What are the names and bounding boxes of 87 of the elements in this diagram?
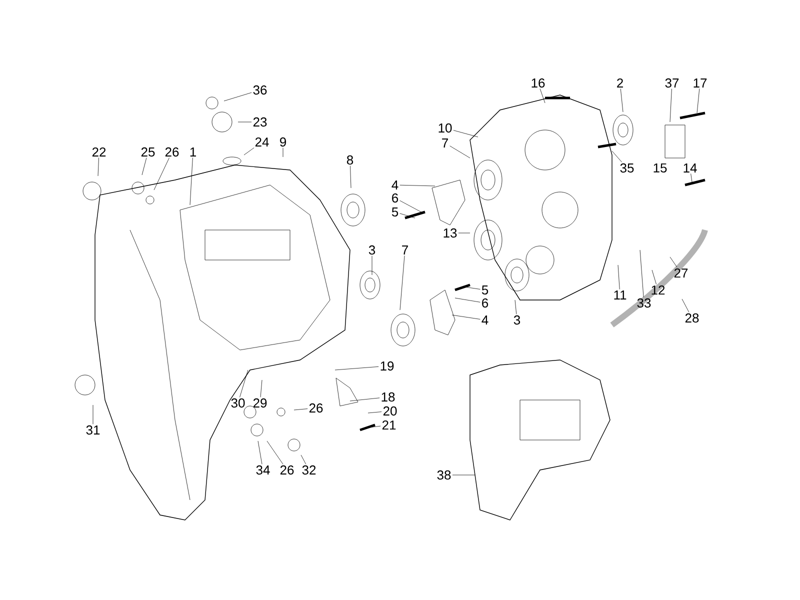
leader-line (464, 286, 480, 290)
leader-line (400, 213, 416, 218)
callout-number: 9 (280, 137, 286, 147)
leader-line (620, 88, 624, 112)
leader-line (400, 184, 436, 186)
leader-line (266, 440, 284, 464)
callout-number: 2 (617, 78, 623, 88)
leader-line (334, 366, 379, 370)
leader-line (450, 146, 470, 158)
callout-number: 14 (684, 164, 697, 172)
callout-number: 26 (280, 465, 294, 475)
leader-line (640, 250, 644, 298)
callout-number: 7 (402, 246, 408, 254)
callout-number: 10 (438, 123, 452, 133)
callout-number: 4 (392, 180, 398, 190)
leader-line (282, 148, 284, 158)
callout-number: 26 (165, 147, 179, 157)
leader-line (670, 256, 678, 268)
leader-line (454, 298, 480, 302)
callout-number: 11 (614, 290, 626, 300)
callout-number: 4 (482, 316, 488, 324)
callout-number: 13 (444, 228, 457, 238)
callout-number: 37 (665, 78, 679, 88)
callout-number: 36 (253, 85, 267, 95)
leader-line (652, 270, 656, 284)
callout-number: 5 (482, 285, 488, 295)
leader-line (682, 298, 690, 312)
callout-number: 29 (253, 398, 267, 408)
leader-line (244, 148, 254, 156)
leader-line (368, 412, 382, 414)
leader-line (142, 158, 147, 176)
callout-number: 5 (392, 207, 398, 217)
leader-line (618, 264, 620, 290)
callout-number: 33 (637, 298, 651, 308)
callout-number: 24 (255, 137, 269, 147)
callout-number: 30 (231, 398, 245, 408)
callout-number: 22 (92, 147, 106, 157)
leader-line (154, 158, 170, 190)
leader-line (300, 454, 306, 464)
callout-number: 16 (532, 78, 545, 88)
callout-number: 32 (302, 465, 316, 475)
leader-line (350, 166, 352, 188)
callout-number: 26 (309, 403, 323, 413)
leader-line (258, 440, 262, 464)
callout-number: 25 (141, 147, 155, 157)
callout-number: 19 (380, 361, 394, 371)
leader-line (294, 408, 308, 410)
callout-number: 15 (654, 163, 667, 173)
callout-number: 3 (368, 245, 376, 255)
leader-line (92, 404, 94, 424)
callout-number: 17 (694, 78, 707, 88)
leader-line (670, 88, 672, 122)
leader-line (350, 398, 380, 402)
leader-line (224, 92, 252, 102)
callout-number: 23 (253, 117, 267, 127)
leader-line (540, 88, 546, 104)
leader-line (240, 370, 248, 398)
callout-number: 1 (190, 148, 196, 156)
leader-line (452, 474, 476, 476)
callout-number: 38 (437, 470, 451, 480)
leader-line (400, 200, 424, 214)
leader-line (190, 157, 193, 206)
leader-line (400, 255, 405, 310)
callout-number: 27 (674, 268, 688, 278)
leader-line (453, 130, 478, 138)
callout-number: 7 (442, 138, 448, 148)
leader-line (364, 426, 381, 428)
callout-number: 35 (620, 163, 634, 173)
leader-line (612, 150, 622, 162)
leader-line (452, 314, 480, 320)
callout-number: 31 (86, 425, 100, 435)
callout-number: 3 (514, 315, 520, 325)
callout-number: 34 (256, 465, 270, 475)
callout-number: 18 (382, 392, 395, 402)
callout-number: 20 (383, 406, 397, 416)
leader-line (690, 173, 692, 182)
callout-number: 6 (482, 298, 488, 308)
callout-number: 8 (346, 155, 354, 165)
callout-number: 21 (382, 420, 396, 430)
leader-line (260, 380, 262, 398)
leader-line (514, 300, 517, 314)
leader-line (696, 88, 700, 114)
callout-number: 6 (392, 193, 398, 203)
leader-line (458, 232, 470, 234)
leader-line (98, 158, 99, 176)
callout-number: 12 (652, 285, 665, 295)
callout-number: 28 (685, 313, 699, 323)
